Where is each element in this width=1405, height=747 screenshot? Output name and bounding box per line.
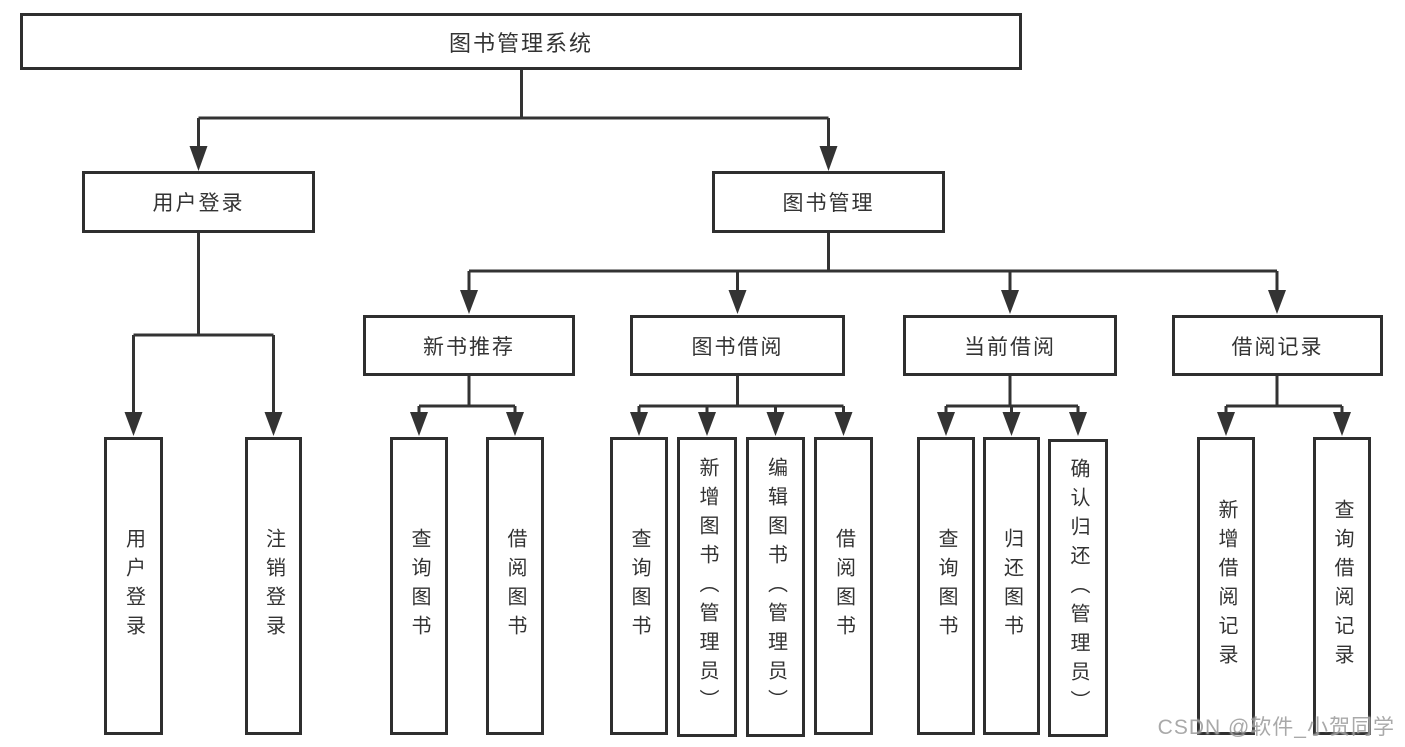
node-current-return-books-label: 归还图书 (1000, 528, 1023, 644)
node-recommend-query-books-label: 查询图书 (408, 528, 430, 644)
csdn-watermark: CSDN @软件_小贺同学 (1157, 716, 1395, 739)
node-borrow-borrow-books-label: 借阅图书 (832, 528, 855, 644)
node-borrow-add-books-label: 新增图书（管理员） (696, 456, 718, 718)
node-borrow-query-books-label: 查询图书 (628, 528, 650, 644)
node-user-login-leaf-label: 用户登录 (122, 528, 145, 644)
node-book-management: 图书管理 (712, 171, 945, 233)
node-current-query-books: 查询图书 (917, 437, 975, 735)
node-recommend-borrow-books-label: 借阅图书 (504, 528, 526, 644)
node-records-add-record-label: 新增借阅记录 (1215, 499, 1237, 673)
node-current-confirm-return-label: 确认归还（管理员） (1067, 457, 1089, 719)
node-book-borrow: 图书借阅 (630, 315, 845, 376)
node-recommend-query-books: 查询图书 (390, 437, 448, 735)
node-records-query-record: 查询借阅记录 (1313, 437, 1371, 735)
edges (132, 67, 1344, 416)
arrowheads (124, 146, 1351, 436)
node-records-add-record: 新增借阅记录 (1197, 437, 1255, 735)
node-borrow-borrow-books: 借阅图书 (814, 437, 873, 735)
node-borrow-query-books: 查询图书 (610, 437, 668, 735)
node-new-book-recommend: 新书推荐 (363, 315, 575, 376)
node-borrow-edit-books: 编辑图书（管理员） (746, 437, 805, 737)
node-borrow-records: 借阅记录 (1172, 315, 1383, 376)
node-current-return-books: 归还图书 (983, 437, 1040, 735)
node-logout-leaf: 注销登录 (245, 437, 302, 735)
node-logout-leaf-label: 注销登录 (262, 528, 285, 644)
node-root: 图书管理系统 (20, 13, 1022, 70)
node-current-borrow: 当前借阅 (903, 315, 1117, 376)
node-user-login: 用户登录 (82, 171, 315, 233)
node-borrow-edit-books-label: 编辑图书（管理员） (764, 456, 787, 718)
node-records-query-record-label: 查询借阅记录 (1331, 499, 1353, 673)
node-current-confirm-return: 确认归还（管理员） (1048, 439, 1108, 737)
node-borrow-add-books: 新增图书（管理员） (677, 437, 737, 737)
node-recommend-borrow-books: 借阅图书 (486, 437, 544, 735)
node-current-query-books-label: 查询图书 (935, 528, 957, 644)
node-user-login-leaf: 用户登录 (104, 437, 163, 735)
